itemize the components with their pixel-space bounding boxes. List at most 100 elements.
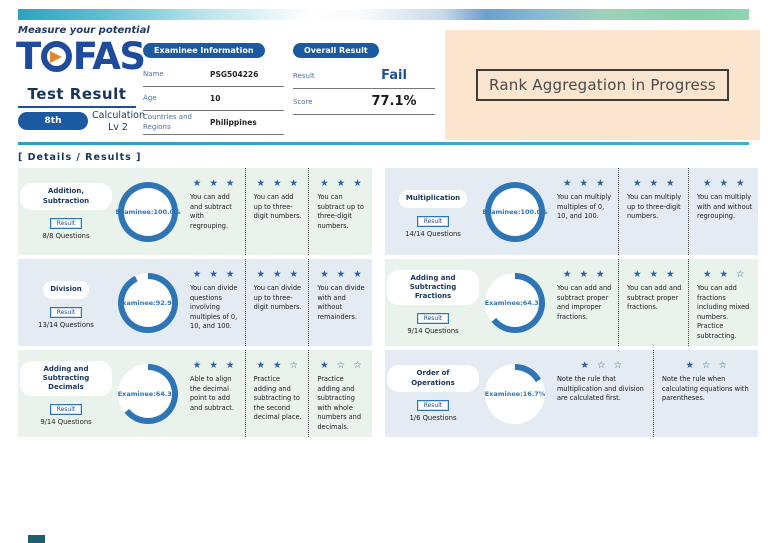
skill-card: Multiplication Result 14/14 Questions Ex… <box>385 168 758 255</box>
star-rating: ★ ☆ ☆ <box>320 360 365 371</box>
card-columns: ★ ☆ ☆ Note the rule that multiplication … <box>549 350 758 437</box>
donut-label: Examinee:100.0% <box>482 207 548 216</box>
card-columns: ★ ★ ★ Able to align the decimal point to… <box>182 350 372 437</box>
card-info: Multiplication Result 14/14 Questions <box>385 185 481 238</box>
donut-label: Examinee:92.9% <box>117 298 179 307</box>
donut-label: Examinee:64.3% <box>484 298 546 307</box>
details-results-heading: [ Details / Results ] <box>18 152 142 163</box>
donut-chart: Examinee:100.0% <box>482 181 548 242</box>
donut-hole: Examinee:100.0% <box>115 187 181 236</box>
card-result-badge: Result <box>416 399 450 411</box>
skill-text: Note the rule that multiplication and di… <box>557 375 644 403</box>
logo-letters-fas: FAS <box>72 35 146 78</box>
logo-o-icon <box>40 41 72 72</box>
header-gradient-bar <box>18 9 749 20</box>
card-title: Order of Operations <box>387 365 479 392</box>
grade-badge: 8th <box>18 112 88 130</box>
donut-wrap: Examinee:100.0% <box>481 181 549 242</box>
skill-text: Note the rule when calculating equations… <box>662 375 749 403</box>
card-result-badge: Result <box>49 306 83 318</box>
overall-result-rows: Result Fail Score 77.1% <box>293 63 435 115</box>
card-title: Addition, Subtraction <box>20 183 112 210</box>
results-grid: Addition, Subtraction Result 8/8 Questio… <box>18 168 758 437</box>
examinee-info-row: Age 10 <box>143 87 284 111</box>
donut-chart: Examinee:16.7% <box>485 363 545 424</box>
skill-text: You can add and subtract proper fraction… <box>627 284 682 312</box>
skill-text: You can divide with and without remainde… <box>317 284 365 321</box>
donut-wrap: Examinee:16.7% <box>481 363 549 424</box>
card-title: Division <box>43 281 89 299</box>
star-rating: ★ ☆ ☆ <box>580 360 625 371</box>
score-value: 77.1% <box>371 94 417 109</box>
page-title: Test Result <box>27 85 127 103</box>
card-questions: 1/6 Questions <box>409 413 457 422</box>
skill-card: Adding and Subtracting Fractions Result … <box>385 259 758 346</box>
skill-card: Order of Operations Result 1/6 Questions… <box>385 350 758 437</box>
logo-arrow-icon <box>49 51 62 63</box>
info-label: Age <box>143 93 157 102</box>
examinee-info-badge: Examinee Information <box>143 43 265 58</box>
star-rating: ★ ★ ☆ <box>702 269 748 280</box>
donut-chart: Examinee:64.3% <box>484 272 546 333</box>
card-title: Adding and Subtracting Fractions <box>387 269 479 306</box>
skill-column: ★ ★ ★ You can divide with and without re… <box>308 259 372 346</box>
skill-column: ★ ★ ★ You can divide up to three-digit n… <box>244 259 309 346</box>
skill-column: ★ ★ ★ You can multiply with and without … <box>688 168 758 255</box>
card-title: Adding and Subtracting Decimals <box>20 360 112 397</box>
card-info: Adding and Subtracting Fractions Result … <box>385 269 481 336</box>
card-questions: 8/8 Questions <box>42 231 90 240</box>
skill-column: ★ ★ ★ You can divide questions involving… <box>182 259 245 346</box>
skill-column: ★ ★ ★ Able to align the decimal point to… <box>182 350 245 437</box>
skill-card: Adding and Subtracting Decimals Result 9… <box>18 350 372 437</box>
result-row: Result Fail <box>293 63 435 89</box>
star-rating: ★ ★ ★ <box>192 360 237 371</box>
skill-column: ★ ★ ★ You can multiply up to three-digit… <box>618 168 688 255</box>
card-result-badge: Result <box>416 215 450 227</box>
card-questions: 9/14 Questions <box>407 327 459 336</box>
skill-text: You can add up to three-digit numbers. <box>253 193 302 221</box>
overall-result-badge: Overall Result <box>293 43 379 58</box>
skill-column: ★ ☆ ☆ Practice adding and subtracting wi… <box>308 350 372 437</box>
skill-column: ★ ★ ★ You can add and subtract with regr… <box>182 168 245 255</box>
card-columns: ★ ★ ★ You can add and subtract proper an… <box>549 259 758 346</box>
level-label: Calculation Lv 2 <box>92 110 145 134</box>
examinee-info-row: Countries and Regions Philippines <box>143 111 284 135</box>
skill-text: You can add and subtract with regrouping… <box>190 193 232 230</box>
card-questions: 13/14 Questions <box>38 320 94 329</box>
skill-card: Addition, Subtraction Result 8/8 Questio… <box>18 168 372 255</box>
skill-text: Practice adding and subtracting with who… <box>317 375 362 431</box>
info-label: Name <box>143 69 164 78</box>
level-line1: Calculation <box>92 110 145 121</box>
donut-chart: Examinee:100.0% <box>115 181 181 242</box>
donut-hole: Examinee:16.7% <box>485 369 545 418</box>
donut-wrap: Examinee:64.3% <box>481 272 549 333</box>
donut-hole: Examinee:64.3% <box>118 369 178 418</box>
star-rating: ★ ★ ★ <box>192 178 237 189</box>
donut-label: Examinee:16.7% <box>484 389 546 398</box>
card-result-badge: Result <box>416 313 450 325</box>
donut-wrap: Examinee:64.3% <box>114 363 182 424</box>
skill-column: ★ ★ ★ You can subtract up to three-digit… <box>308 168 372 255</box>
examinee-info-row: Name PSG504226 <box>143 63 284 87</box>
card-questions: 9/14 Questions <box>40 418 92 427</box>
skill-text: You can add fractions including mixed nu… <box>697 284 750 340</box>
brand-tagline: Measure your potential <box>18 25 150 36</box>
star-rating: ★ ★ ★ <box>192 269 237 280</box>
card-info: Order of Operations Result 1/6 Questions <box>385 365 481 422</box>
card-columns: ★ ★ ★ You can multiply multiples of 0, 1… <box>549 168 758 255</box>
info-value: PSG504226 <box>210 70 259 79</box>
star-rating: ★ ★ ★ <box>702 178 748 189</box>
star-rating: ★ ★ ★ <box>632 178 678 189</box>
skill-column: ★ ★ ★ You can add and subtract proper an… <box>549 259 618 346</box>
donut-label: Examinee:64.3% <box>117 389 179 398</box>
skill-text: You can multiply with and without regrou… <box>697 193 753 221</box>
card-questions: 14/14 Questions <box>405 229 461 238</box>
donut-label: Examinee:100.0% <box>115 207 181 216</box>
skill-text: You can multiply up to three-digit numbe… <box>627 193 682 221</box>
star-rating: ★ ☆ ☆ <box>685 360 730 371</box>
star-rating: ★ ★ ★ <box>256 178 301 189</box>
skill-column: ★ ★ ★ You can add and subtract proper fr… <box>618 259 688 346</box>
card-info: Adding and Subtracting Decimals Result 9… <box>18 360 114 427</box>
logo-letter-t: T <box>16 35 41 78</box>
result-value: Fail <box>381 68 407 83</box>
